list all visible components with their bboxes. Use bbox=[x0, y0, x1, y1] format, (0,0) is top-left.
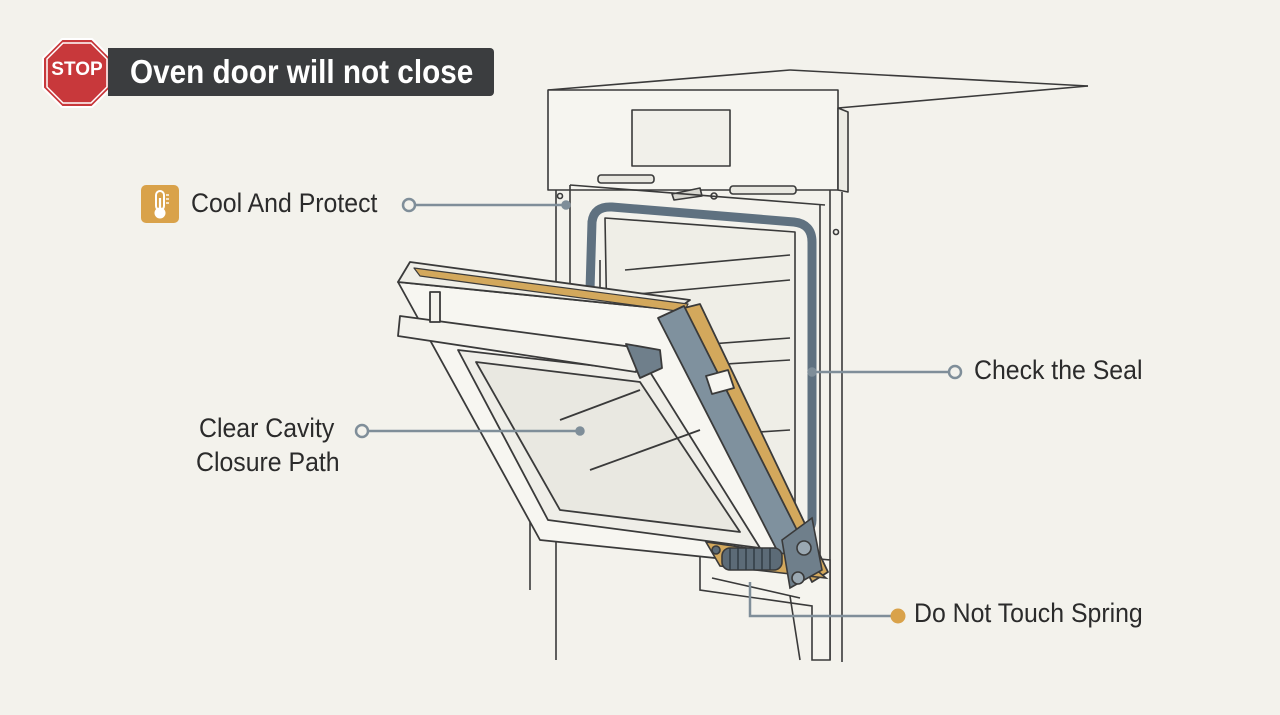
stop-sign-text: STOP bbox=[51, 59, 103, 80]
hinge-spring bbox=[704, 516, 829, 599]
stop-sign-icon bbox=[42, 38, 112, 108]
callout-check-the-seal: Check the Seal bbox=[974, 355, 1143, 385]
title-bar bbox=[108, 48, 494, 96]
leader-lines bbox=[354, 197, 963, 618]
oven-door bbox=[397, 261, 829, 583]
callout-cool-and-protect: Cool And Protect bbox=[191, 188, 378, 218]
callout-clear-cavity-line1: Clear Cavity bbox=[199, 413, 335, 443]
callout-do-not-touch-spring: Do Not Touch Spring bbox=[914, 598, 1143, 628]
thermometer-icon bbox=[141, 185, 179, 223]
callout-clear-cavity-line2: Closure Path bbox=[196, 447, 340, 477]
page-title: Oven door will not close bbox=[130, 53, 474, 90]
